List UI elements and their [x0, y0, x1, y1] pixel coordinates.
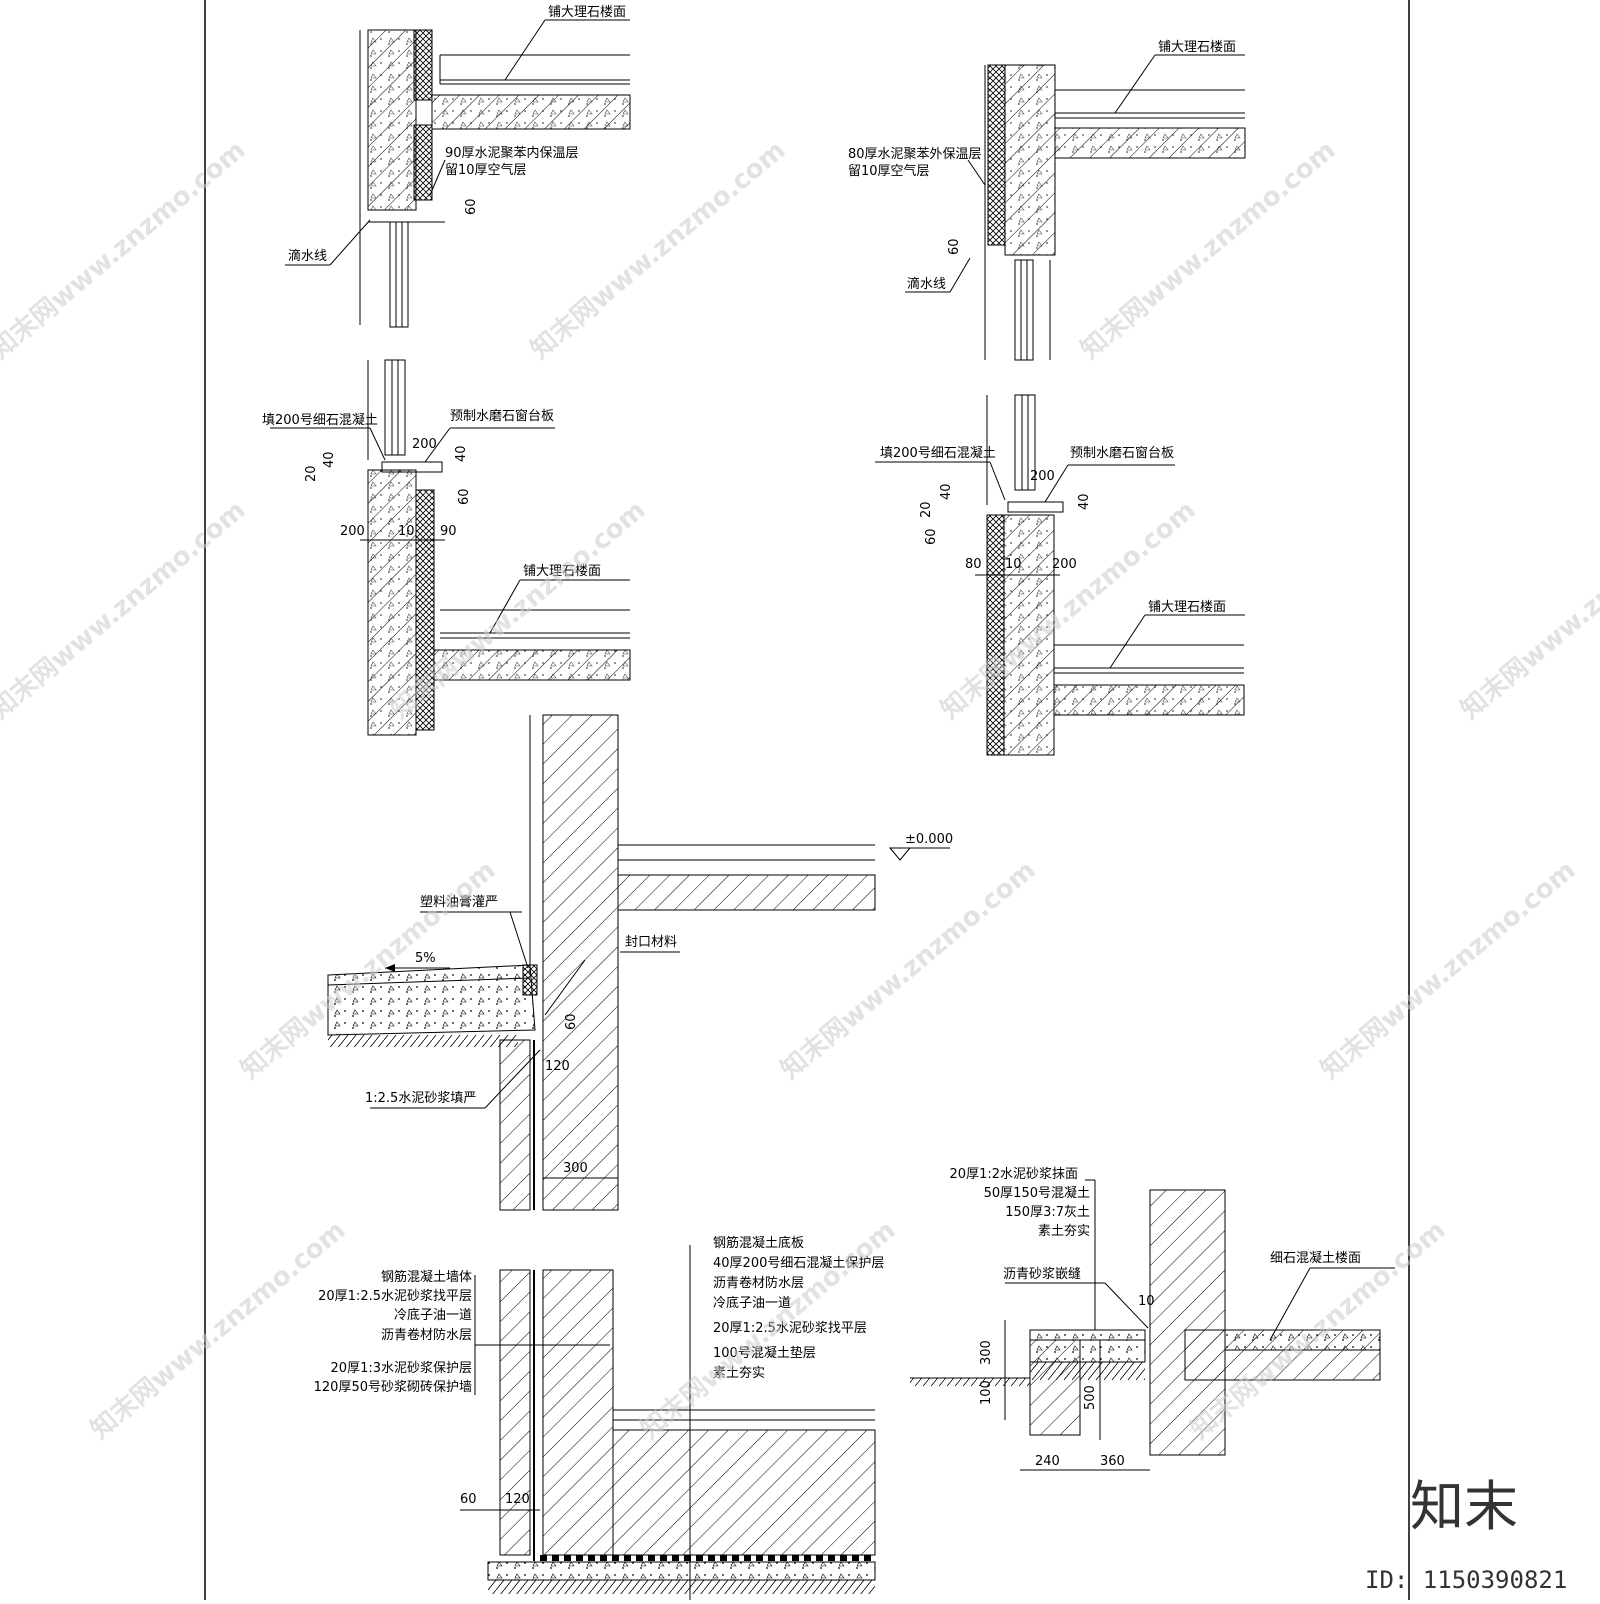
- d3-dim-10: 10: [398, 524, 415, 539]
- d3-sill-label: 预制水磨石窗台板: [450, 408, 554, 424]
- d3-dim-200: 200: [340, 524, 365, 539]
- d6-left-4: 沥青卷材防水层: [381, 1327, 472, 1343]
- d5-seal-label: 封口材料: [625, 935, 677, 950]
- d7-dim-100: 100: [979, 1380, 994, 1405]
- watermark-1: 知末网www.znzmo.com: [0, 135, 251, 365]
- d6-right-3: 沥青卷材防水层: [713, 1275, 804, 1291]
- d4-dim-40a: 40: [939, 483, 954, 500]
- d7-layer-3: 150厚3:7灰土: [1005, 1205, 1090, 1220]
- detail-2-outer-insulation: 铺大理石楼面 80厚水泥聚苯外保温层 留10厚空气层 滴水线 60: [848, 40, 1246, 361]
- d6-right-1: 钢筋混凝土底板: [713, 1235, 804, 1251]
- detail-1-inner-insulation: 铺大理石楼面 90厚水泥聚苯内保温层 留10厚空气层 滴水线 60: [285, 5, 631, 328]
- d4-fill-label: 填200号细石混凝土: [880, 445, 996, 461]
- d2-drip-label: 滴水线: [907, 276, 946, 292]
- d4-dim-40b: 40: [1077, 493, 1092, 510]
- d6-left-5: 20厚1:3水泥砂浆保护层: [331, 1361, 472, 1376]
- detail-6-basement-waterproof: 钢筋混凝土墙体 20厚1:2.5水泥砂浆找平层 冷底子油一道 沥青卷材防水层 2…: [314, 1235, 884, 1600]
- d7-dim-240: 240: [1035, 1454, 1060, 1469]
- d4-dim-200: 200: [1052, 557, 1077, 572]
- detail-3-window-sill-inner: 填200号细石混凝土 预制水磨石窗台板 铺大理石楼面 200 20 40 40 …: [262, 359, 631, 736]
- d3-dim-40b: 40: [454, 445, 469, 462]
- d1-air-label: 留10厚空气层: [445, 162, 527, 178]
- d7-floor-label: 细石混凝土楼面: [1270, 1250, 1361, 1266]
- d5-slope-label: 5%: [415, 951, 436, 966]
- watermark-11: 知末网www.znzmo.com: [85, 1215, 351, 1445]
- d5-mortar-label: 1:2.5水泥砂浆填严: [365, 1091, 476, 1106]
- d4-dim-200-top: 200: [1030, 469, 1055, 484]
- watermark-7: 知末网www.znzmo.com: [1455, 495, 1600, 725]
- d7-dim-10: 10: [1138, 1294, 1155, 1309]
- d2-dim-60: 60: [947, 238, 962, 255]
- d4-floor-label: 铺大理石楼面: [1148, 600, 1226, 615]
- d2-insulation-label: 80厚水泥聚苯外保温层: [848, 147, 982, 162]
- d3-fill-label: 填200号细石混凝土: [262, 412, 378, 428]
- d6-left-6: 120厚50号砂浆砌砖保护墙: [314, 1380, 472, 1395]
- d6-left-3: 冷底子油一道: [394, 1307, 472, 1323]
- watermark-2: 知末网www.znzmo.com: [525, 135, 791, 365]
- d6-right-4: 冷底子油一道: [713, 1295, 791, 1311]
- d7-layer-2: 50厚150号混凝土: [984, 1185, 1090, 1201]
- d6-dim-60: 60: [460, 1492, 477, 1507]
- watermark-10: 知末网www.znzmo.com: [1315, 855, 1581, 1085]
- d7-layer-1: 20厚1:2水泥砂浆抹面: [950, 1167, 1078, 1182]
- brand-logo: 知末: [1410, 1475, 1518, 1538]
- d3-dim-200-top: 200: [412, 437, 437, 452]
- d2-floor-label: 铺大理石楼面: [1158, 40, 1236, 55]
- d6-right-6: 100号混凝土垫层: [713, 1345, 816, 1361]
- d1-drip-label: 滴水线: [288, 248, 327, 264]
- watermark-4: 知末网www.znzmo.com: [0, 495, 251, 725]
- d3-dim-60: 60: [457, 488, 472, 505]
- d5-dim-60: 60: [564, 1013, 579, 1030]
- detail-4-window-sill-outer: 填200号细石混凝土 预制水磨石窗台板 铺大理石楼面 200 20 40 40 …: [875, 394, 1245, 756]
- d4-dim-80: 80: [965, 557, 982, 572]
- d6-left-1: 钢筋混凝土墙体: [381, 1269, 472, 1285]
- d7-dim-300: 300: [979, 1340, 994, 1365]
- d4-dim-60: 60: [924, 528, 939, 545]
- image-id: ID: 1150390821: [1365, 1566, 1567, 1594]
- d7-layer-4: 素土夯实: [1038, 1224, 1090, 1239]
- d4-sill-label: 预制水磨石窗台板: [1070, 445, 1174, 461]
- d4-dim-20: 20: [919, 501, 934, 518]
- d7-joint-label: 沥青砂浆嵌缝: [1003, 1267, 1081, 1282]
- d1-floor-label: 铺大理石楼面: [548, 5, 626, 20]
- d3-dim-90: 90: [440, 524, 457, 539]
- d6-dim-120: 120: [505, 1492, 530, 1507]
- d1-dim-60: 60: [464, 198, 479, 215]
- d6-left-2: 20厚1:2.5水泥砂浆找平层: [318, 1289, 472, 1304]
- d3-dim-40a: 40: [322, 451, 337, 468]
- d3-dim-20: 20: [304, 465, 319, 482]
- d1-insulation-label: 90厚水泥聚苯内保温层: [445, 145, 579, 161]
- d3-floor-label: 铺大理石楼面: [523, 564, 601, 579]
- d6-right-5: 20厚1:2.5水泥砂浆找平层: [713, 1321, 867, 1336]
- detail-5-outdoor-slope: ±0.000 塑料油膏灌严 5% 封口材料 1:2.5水泥砂浆填严 60 120…: [327, 714, 953, 1211]
- d6-right-7: 素土夯实: [713, 1366, 765, 1381]
- d7-dim-360: 360: [1100, 1454, 1125, 1469]
- d2-air-label: 留10厚空气层: [848, 163, 930, 179]
- d7-dim-500: 500: [1083, 1385, 1098, 1410]
- watermark-3: 知末网www.znzmo.com: [1075, 135, 1341, 365]
- d6-right-2: 40厚200号细石混凝土保护层: [713, 1255, 884, 1271]
- detail-7-apron: 20厚1:2水泥砂浆抹面 50厚150号混凝土 150厚3:7灰土 素土夯实 沥…: [910, 1167, 1395, 1471]
- d4-dim-10: 10: [1005, 557, 1022, 572]
- d5-caulk-label: 塑料油膏灌严: [420, 894, 498, 910]
- d5-level-label: ±0.000: [905, 832, 953, 847]
- d5-dim-120: 120: [545, 1059, 570, 1074]
- d5-dim-300: 300: [563, 1161, 588, 1176]
